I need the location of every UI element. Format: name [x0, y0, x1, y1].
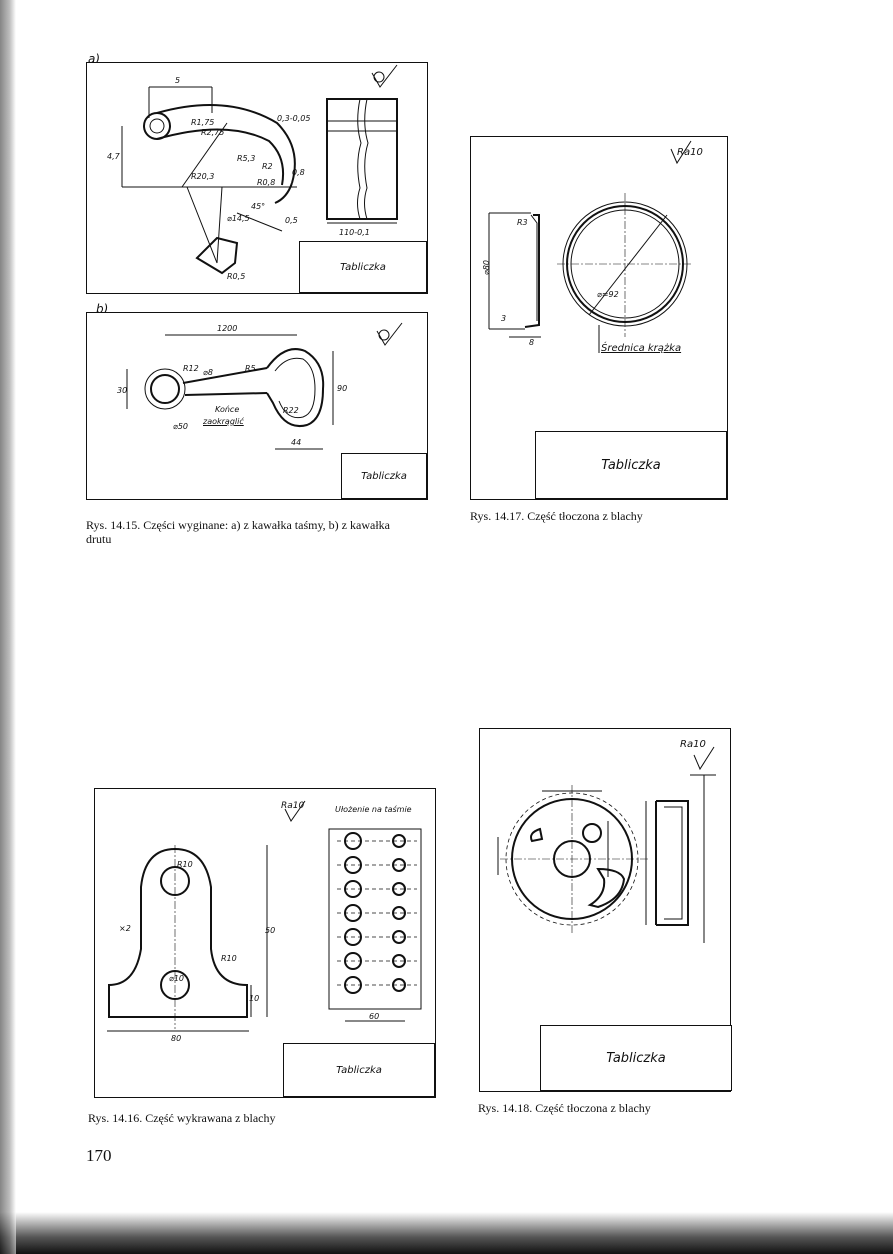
- dim-b-6: 90: [337, 384, 347, 393]
- dim-a-6: R20,3: [191, 172, 214, 181]
- page-number: 170: [86, 1146, 112, 1165]
- dim-16-4: ⌀10: [169, 974, 184, 983]
- dim-16-7: 60: [369, 1012, 379, 1021]
- page-edge-shadow: [0, 1212, 893, 1254]
- part-drawing-14-18: [497, 746, 716, 943]
- dim-a-13: R0,5: [227, 272, 245, 281]
- dim-16-6: 80: [171, 1034, 181, 1043]
- drawing-frame-14-16: R10 ×2 50 R10 ⌀10 10 80 60 Ra10 Ułożenie…: [94, 788, 436, 1098]
- caption-14-15-line2: drutu: [86, 532, 112, 546]
- caption-14-18: Rys. 14.18. Część tłoczona z blachy: [478, 1101, 651, 1115]
- dim-b-4: ⌀8: [203, 368, 213, 377]
- dim-b-3: R12: [183, 364, 199, 373]
- dim-16-3: R10: [221, 954, 237, 963]
- roughness-mark-16: Ra10: [281, 801, 305, 811]
- drawing-frame-14-15b: 1200 R5 30 R12 ⌀8 ⌀50 90 R22 44 Końce za…: [86, 312, 428, 500]
- title-block-14-17: Tabliczka: [535, 431, 727, 499]
- dim-b-7: R22: [283, 406, 299, 415]
- dim-a-9: 0,8: [292, 168, 305, 177]
- dim-b-5: ⌀50: [173, 422, 188, 431]
- roughness-mark-17: Ra10: [677, 147, 703, 158]
- dim-a-2: R1,75: [191, 118, 214, 127]
- dim-b-0: 1200: [217, 324, 237, 333]
- dim-b-2: 30: [117, 386, 127, 395]
- dim-16-2: 50: [265, 926, 275, 935]
- dim-16-5: 10: [249, 994, 259, 1003]
- drawing-frame-14-17: R3 ⌀80 3 8 ⌀≈92 Ra10 Średnica krążka Tab…: [470, 136, 728, 500]
- roughness-mark-18: Ra10: [680, 739, 706, 750]
- dim-a-0: 5: [175, 76, 180, 85]
- part-drawing-14-16: R10 ×2 50 R10 ⌀10 10 80 60: [107, 800, 422, 1043]
- dim-a-14: 110-0,1: [339, 228, 370, 237]
- note-line-1: Końce: [215, 405, 240, 414]
- title-block-14-18: Tabliczka: [540, 1025, 732, 1091]
- title-block-14-15a: Tabliczka: [299, 241, 427, 293]
- dim-a-10: 45°: [251, 202, 265, 211]
- dim-a-7: R2: [262, 162, 273, 171]
- dim-b-1: R5: [245, 364, 256, 373]
- dim-17-2: 3: [501, 314, 506, 323]
- dim-a-11: 0,5: [285, 216, 298, 225]
- caption-14-16: Rys. 14.16. Część wykrawana z blachy: [88, 1111, 276, 1125]
- part-drawing-14-15b: 1200 R5 30 R12 ⌀8 ⌀50 90 R22 44: [117, 322, 403, 450]
- blank-diameter-label: Średnica krążka: [601, 343, 682, 354]
- dim-17-0: R3: [517, 218, 528, 227]
- dim-a-1: 4,7: [107, 152, 121, 161]
- part-drawing-14-17: R3 ⌀80 3 8 ⌀≈92: [482, 140, 693, 353]
- note-line-2: zaokrąglić: [203, 417, 244, 426]
- dim-a-3: R2,75: [201, 128, 224, 137]
- dim-17-4: ⌀≈92: [597, 290, 619, 299]
- dim-a-8: R0,8: [257, 178, 275, 187]
- drawing-frame-14-18: Ra10 Tabliczka: [479, 728, 732, 1092]
- dim-a-12: ⌀14,5: [227, 214, 250, 223]
- caption-14-15-line1: Rys. 14.15. Części wyginane: a) z kawałk…: [86, 518, 390, 532]
- caption-14-17: Rys. 14.17. Część tłoczona z blachy: [470, 509, 643, 523]
- spine-shadow: [0, 0, 16, 1254]
- dim-a-4: 0,3-0,05: [277, 114, 310, 123]
- strip-layout-label: Ułożenie na taśmie: [335, 805, 412, 814]
- dim-a-5: R5,3: [237, 154, 255, 163]
- dim-17-1: ⌀80: [482, 260, 491, 275]
- title-block-14-16: Tabliczka: [283, 1043, 435, 1097]
- part-drawing-14-15a: 5 4,7 R1,75 R2,75 0,3-0,05 R5,3 R20,3 R2…: [107, 64, 398, 281]
- dim-16-1: ×2: [119, 924, 131, 933]
- drawing-frame-14-15a: 5 4,7 R1,75 R2,75 0,3-0,05 R5,3 R20,3 R2…: [86, 62, 428, 294]
- dim-17-3: 8: [529, 338, 534, 347]
- dim-16-0: R10: [177, 860, 193, 869]
- dim-b-8: 44: [291, 438, 301, 447]
- title-block-14-15b: Tabliczka: [341, 453, 427, 499]
